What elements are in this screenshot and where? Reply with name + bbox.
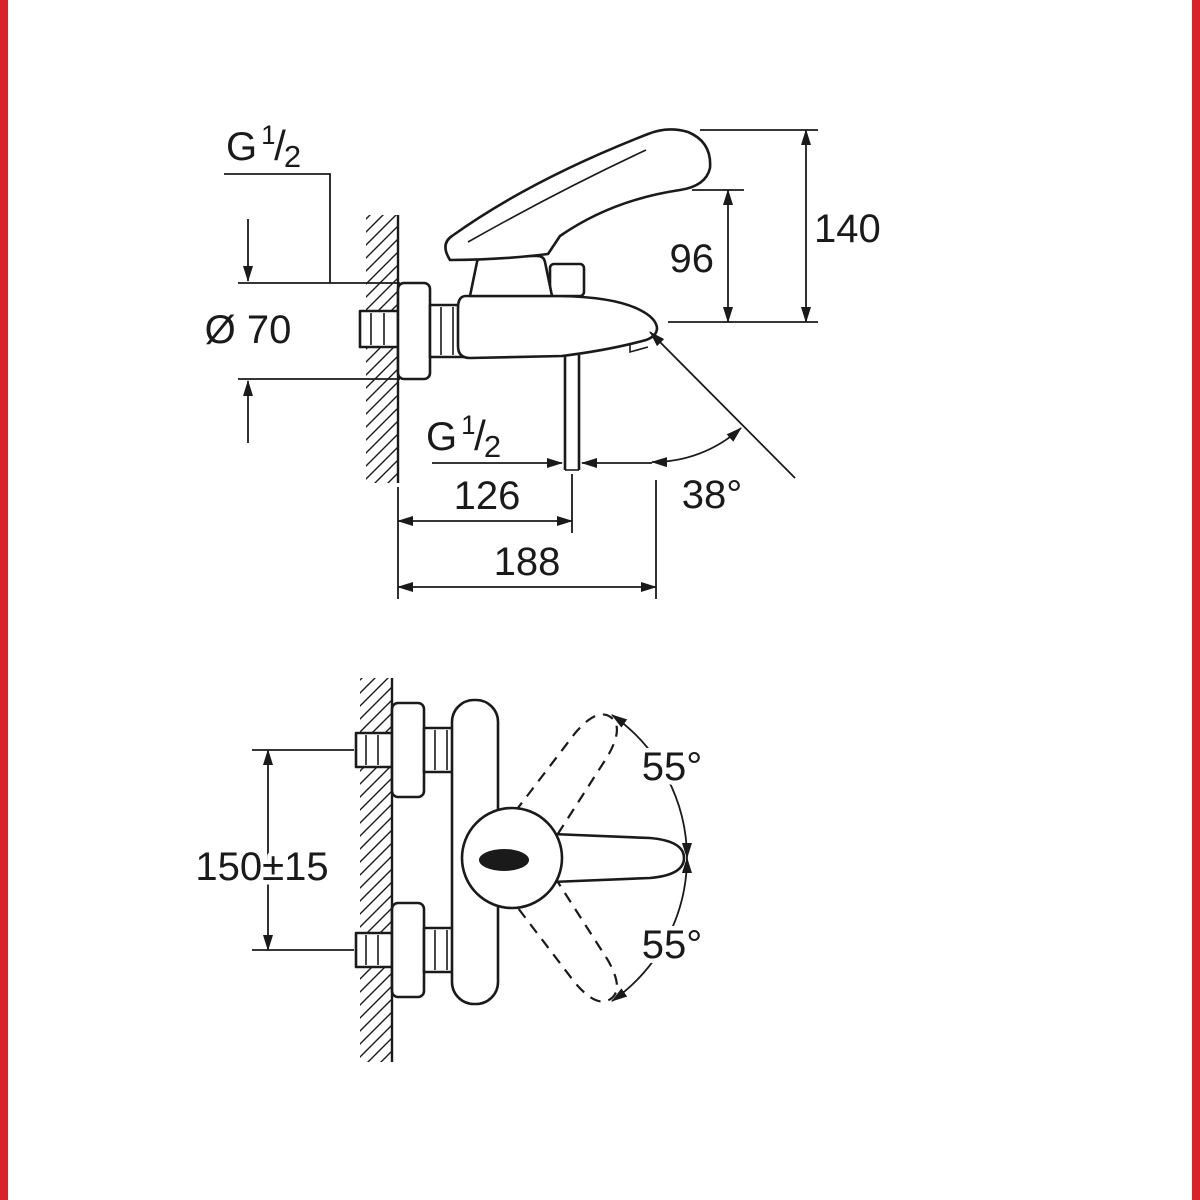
lever-grip-slot — [479, 849, 529, 871]
right-frame-bar — [1192, 0, 1200, 1200]
dim-swing-up-label: 55° — [642, 745, 703, 789]
angle-arc — [651, 427, 742, 468]
angle-arc — [611, 857, 692, 1002]
dim-connection-centres: 150±15 — [191, 749, 354, 951]
shower-outlet-pipe — [563, 355, 581, 471]
dim-connection-centres-label: 150±15 — [195, 845, 328, 889]
dim-total-height-label: 140 — [814, 207, 881, 251]
dim-wall-to-outlet: 126 — [397, 470, 573, 533]
escutcheon-rosette — [390, 701, 426, 799]
dim-spout-to-lever: 96 — [665, 189, 744, 323]
dim-wall-to-spout-tip: 188 — [397, 480, 657, 599]
dim-total-height: 140 — [668, 129, 885, 323]
dim-escutcheon-diameter-label: Ø 70 — [205, 308, 292, 352]
dim-wall-to-spout-tip-label: 188 — [494, 540, 561, 584]
dim-swing-down: 55° — [611, 857, 707, 1002]
angle-arc — [611, 714, 692, 859]
lever-inner-line — [467, 149, 647, 243]
diverter-knob — [548, 262, 586, 298]
wall-section-top — [366, 215, 400, 483]
union-thread — [354, 931, 394, 969]
lever-outline — [444, 128, 712, 262]
thread-leader-line — [224, 173, 331, 283]
dim-escutcheon-diameter: Ø 70 — [200, 219, 400, 443]
union-thread — [354, 731, 394, 769]
escutcheon-rosette — [390, 901, 426, 999]
union-thread — [358, 309, 400, 349]
left-frame-bar — [0, 0, 8, 1200]
aerator-detail — [629, 343, 649, 354]
wall-hatching — [366, 215, 398, 483]
dim-swing-up: 55° — [611, 714, 707, 859]
wall-union-fitting — [358, 309, 400, 349]
dim-spout-angle-label: 38° — [682, 473, 743, 517]
mixer-body-and-spout — [456, 294, 659, 360]
lever-solid — [550, 832, 686, 884]
cartridge-dome — [468, 254, 554, 298]
handle-swing-view: 55° 55° 150±15 — [191, 678, 707, 1062]
angle-reference-line — [649, 331, 796, 479]
dim-swing-down-label: 55° — [642, 923, 703, 967]
lever-handle — [444, 128, 712, 262]
escutcheon-rosette — [396, 281, 432, 381]
dim-wall-to-outlet-label: 126 — [454, 474, 521, 518]
dim-spout-to-lever-label: 96 — [670, 237, 715, 281]
dim-spout-angle: 38° — [649, 331, 796, 522]
